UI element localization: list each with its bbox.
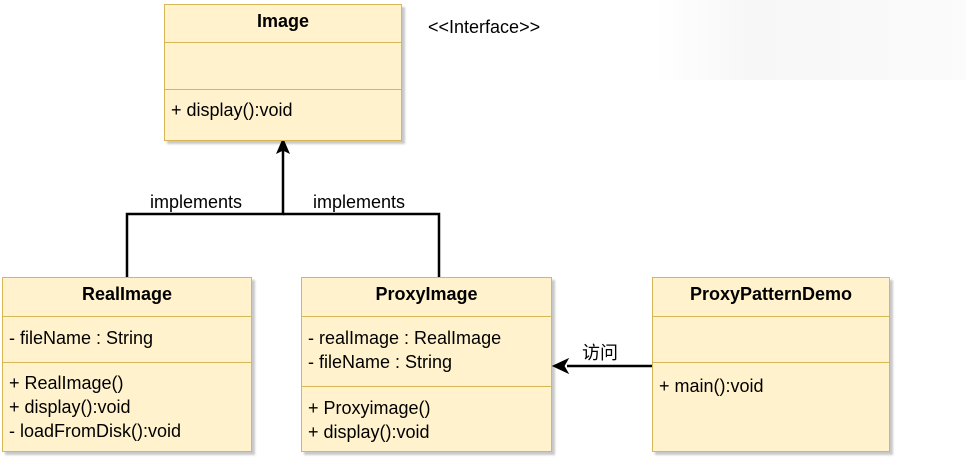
methods-section: + main():void: [653, 363, 889, 398]
attributes-section: [165, 43, 401, 89]
stereotype-label: <<Interface>>: [428, 17, 541, 37]
divider: [165, 89, 401, 90]
divider: [653, 362, 889, 363]
methods-section: + Proxyimage() + display():void: [302, 387, 551, 444]
edge-label-implements-left: implements: [150, 192, 243, 212]
methods-section: + RealImage() + display():void - loadFro…: [3, 363, 251, 443]
method: + display():void: [171, 100, 293, 120]
divider: [653, 316, 889, 317]
attributes-section: - fileName : String: [3, 317, 251, 362]
implements-edge-proxyimage: [283, 212, 441, 277]
access-arrowhead: [551, 357, 570, 375]
implements-arrowhead: [276, 137, 290, 155]
background-shade: [655, 0, 966, 80]
class-proxyimage[interactable]: ProxyImage - realImage : RealImage - fil…: [301, 277, 552, 452]
divider: [302, 386, 551, 387]
class-name: ProxyPatternDemo: [689, 284, 853, 304]
class-name: RealImage: [81, 284, 173, 304]
attribute: - realImage : RealImage: [308, 328, 502, 348]
method: + Proxyimage(): [308, 398, 431, 418]
implements-edge-realimage: [125, 150, 285, 277]
class-realimage[interactable]: RealImage - fileName : String + RealImag…: [2, 277, 252, 452]
class-name: Image: [256, 11, 310, 31]
class-image[interactable]: Image + display():void: [164, 4, 402, 141]
attributes-section: - realImage : RealImage - fileName : Str…: [302, 317, 551, 386]
method: + display():void: [9, 397, 131, 417]
class-proxypatterndemo[interactable]: ProxyPatternDemo + main():void: [652, 277, 890, 452]
edge-label-implements-right: implements: [313, 192, 406, 212]
methods-section: + display():void: [165, 90, 401, 122]
attribute: - fileName : String: [308, 352, 453, 372]
edge-label-access: 访问: [582, 343, 618, 363]
divider: [165, 42, 401, 43]
attribute: - fileName : String: [9, 328, 154, 348]
class-name: ProxyImage: [375, 284, 478, 304]
divider: [3, 362, 251, 363]
divider: [302, 316, 551, 317]
attributes-section: [653, 317, 889, 362]
method: - loadFromDisk():void: [9, 421, 182, 441]
method: + RealImage(): [9, 373, 124, 393]
method: + display():void: [308, 422, 430, 442]
method: + main():void: [659, 376, 764, 396]
divider: [3, 316, 251, 317]
